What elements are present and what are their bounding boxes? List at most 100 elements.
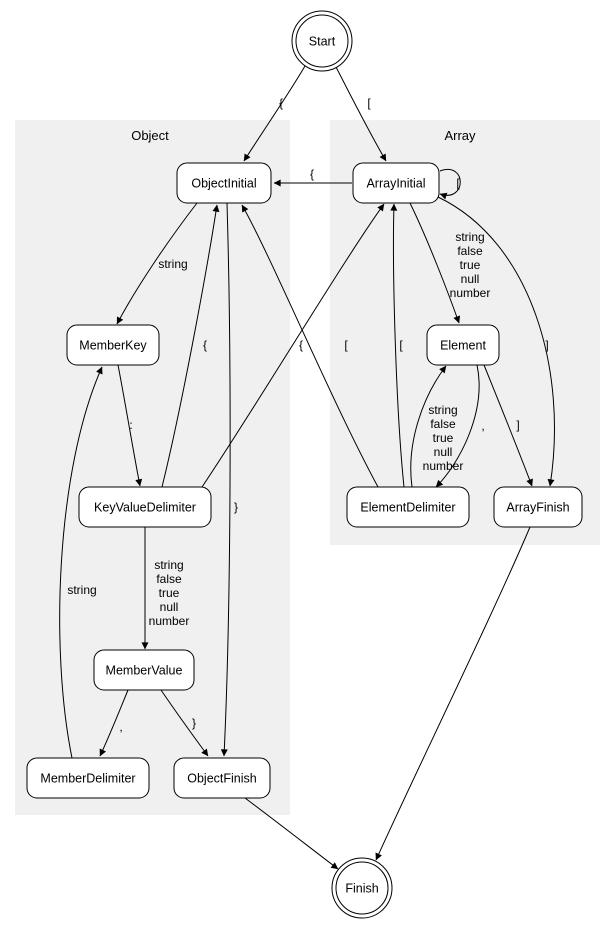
cluster-array-label: Array <box>444 128 476 143</box>
node-ObjectInitial: ObjectInitial <box>176 162 272 204</box>
edge-line <box>437 196 555 487</box>
node-MemberValue-label: MemberValue <box>106 664 183 678</box>
node-Element-label: Element <box>440 339 486 353</box>
node-ArrayInitial-label: ArrayInitial <box>366 177 425 191</box>
node-Start-label: Start <box>309 35 336 49</box>
edge-line <box>201 203 385 488</box>
edge-label: [ <box>344 338 348 352</box>
edge-line <box>375 526 531 861</box>
edge-line <box>244 797 339 870</box>
node-ArrayFinish-label: ArrayFinish <box>506 501 569 515</box>
node-MemberKey: MemberKey <box>66 324 160 366</box>
edge-line <box>435 364 480 488</box>
edge-ArrayInitial-to-ObjectInitial: { <box>273 167 352 187</box>
node-MemberKey-label: MemberKey <box>79 339 147 353</box>
edge-ObjectInitial-to-ObjectFinish: } <box>220 202 238 757</box>
edge-ElementDelimiter-to-ArrayInitial: [ <box>390 203 405 488</box>
node-MemberValue-box <box>93 649 195 691</box>
node-ArrayInitial-box <box>352 162 440 204</box>
edge-label: [ <box>399 338 403 352</box>
edge-line <box>241 204 379 488</box>
edge-Element-to-ArrayFinish: ] <box>483 364 533 487</box>
edge-line <box>161 204 220 488</box>
node-MemberDelimiter-label: MemberDelimiter <box>40 772 135 786</box>
node-ArrayFinish-box <box>493 486 583 528</box>
edge-ArrayFinish-to-Finish <box>375 526 531 861</box>
edge-label: , <box>119 720 122 734</box>
node-ArrayFinish: ArrayFinish <box>493 486 583 528</box>
edge-Start-to-ObjectInitial: { <box>243 65 306 162</box>
node-ObjectInitial-label: ObjectInitial <box>191 177 256 191</box>
edge-ArrayInitial-to-ArrayInitial: [ <box>439 168 461 200</box>
edge-line <box>439 168 461 200</box>
edge-ObjectInitial-to-MemberKey: string <box>116 202 198 325</box>
node-Finish-inner-circle <box>335 861 389 915</box>
edge-ObjectFinish-to-Finish <box>244 797 339 870</box>
node-ElementDelimiter-label: ElementDelimiter <box>360 501 455 515</box>
edge-line <box>59 366 103 759</box>
node-Element-box <box>426 324 500 366</box>
node-ArrayInitial: ArrayInitial <box>352 162 440 204</box>
edge-label: , <box>481 419 484 433</box>
edge-ElementDelimiter-to-ObjectInitial: { <box>241 204 379 488</box>
node-KeyValueDelimiter-label: KeyValueDelimiter <box>94 501 196 515</box>
edge-label: : <box>129 418 132 432</box>
node-ObjectFinish-label: ObjectFinish <box>187 772 257 786</box>
node-Finish: Finish <box>331 857 393 919</box>
edge-line <box>117 364 143 487</box>
node-Element: Element <box>426 324 500 366</box>
node-MemberValue: MemberValue <box>93 649 195 691</box>
edge-label: { <box>299 338 303 352</box>
edge-MemberValue-to-MemberDelimiter: , <box>99 689 129 757</box>
edge-line <box>243 65 306 162</box>
edge-KeyValueDelimiter-to-ObjectInitial: { <box>161 204 220 488</box>
edge-KeyValueDelimiter-to-ArrayInitial: [ <box>201 203 385 488</box>
edge-label: { <box>203 338 207 352</box>
edge-Element-to-ElementDelimiter: , <box>435 364 485 488</box>
node-ElementDelimiter: ElementDelimiter <box>346 486 470 528</box>
cluster-object: Object <box>15 120 290 815</box>
edge-label: { <box>310 167 314 181</box>
edge-line <box>410 365 447 488</box>
edge-Start-to-ArrayInitial: [ <box>335 66 387 162</box>
edge-MemberKey-to-KeyValueDelimiter: : <box>117 364 143 487</box>
edge-label: { <box>279 96 283 110</box>
cluster-object-label: Object <box>131 128 169 143</box>
node-Finish-label: Finish <box>345 882 378 896</box>
cluster-object-background <box>15 120 290 815</box>
edge-line <box>483 364 533 487</box>
edge-label: } <box>192 716 196 730</box>
node-MemberDelimiter: MemberDelimiter <box>26 757 150 799</box>
node-MemberKey-box <box>66 324 160 366</box>
edge-label: [ <box>367 96 371 110</box>
edge-line <box>99 689 129 757</box>
clusters-layer: Object Array <box>15 120 600 815</box>
edge-label: ] <box>516 418 519 432</box>
node-MemberDelimiter-box <box>26 757 150 799</box>
node-ObjectInitial-box <box>176 162 272 204</box>
edge-label: } <box>234 500 238 514</box>
edge-line <box>116 202 198 325</box>
edge-MemberValue-to-ObjectFinish: } <box>160 689 209 757</box>
edge-label: ] <box>545 338 548 352</box>
edge-label: [ <box>456 176 460 190</box>
node-ObjectFinish-box <box>173 757 271 799</box>
node-KeyValueDelimiter-box <box>78 486 212 528</box>
edge-line <box>409 202 461 324</box>
node-KeyValueDelimiter: KeyValueDelimiter <box>78 486 212 528</box>
edge-label: string <box>67 583 96 597</box>
edge-line <box>335 66 387 162</box>
edge-line <box>160 689 209 757</box>
node-ElementDelimiter-box <box>346 486 470 528</box>
edge-ArrayInitial-to-ArrayFinish: ] <box>437 196 555 487</box>
